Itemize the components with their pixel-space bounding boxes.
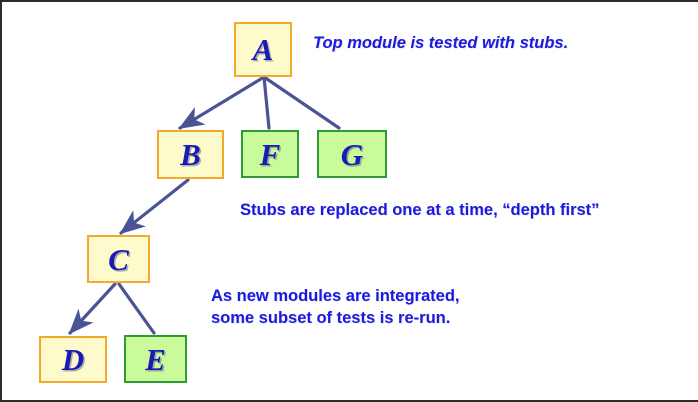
module-node-c[interactable]: C bbox=[87, 235, 150, 283]
module-node-b[interactable]: B bbox=[157, 130, 224, 179]
module-node-d[interactable]: D bbox=[39, 336, 107, 383]
edge-a-to-b bbox=[178, 75, 266, 130]
edge-b-to-c bbox=[119, 178, 190, 235]
module-node-label: G bbox=[340, 136, 364, 172]
module-node-label: A bbox=[252, 32, 274, 67]
edge-a-to-f bbox=[262, 75, 271, 130]
module-node-label: F bbox=[259, 136, 281, 172]
module-node-e[interactable]: E bbox=[124, 335, 187, 383]
module-node-label: B bbox=[180, 137, 201, 172]
module-node-label: C bbox=[108, 241, 129, 277]
edge-a-to-g bbox=[262, 75, 341, 130]
edge-c-to-d bbox=[68, 282, 117, 335]
caption-top: Top module is tested with stubs. bbox=[313, 34, 569, 52]
module-node-label: E bbox=[145, 341, 166, 377]
caption-middle: Stubs are replaced one at a time, “depth… bbox=[240, 201, 600, 219]
module-node-a[interactable]: A bbox=[234, 22, 292, 77]
module-node-g[interactable]: G bbox=[317, 130, 387, 178]
module-node-f[interactable]: F bbox=[241, 130, 299, 178]
module-node-label: D bbox=[61, 342, 85, 377]
caption-bottom: As new modules are integrated, some subs… bbox=[211, 287, 460, 328]
edge-c-to-e bbox=[117, 282, 156, 335]
